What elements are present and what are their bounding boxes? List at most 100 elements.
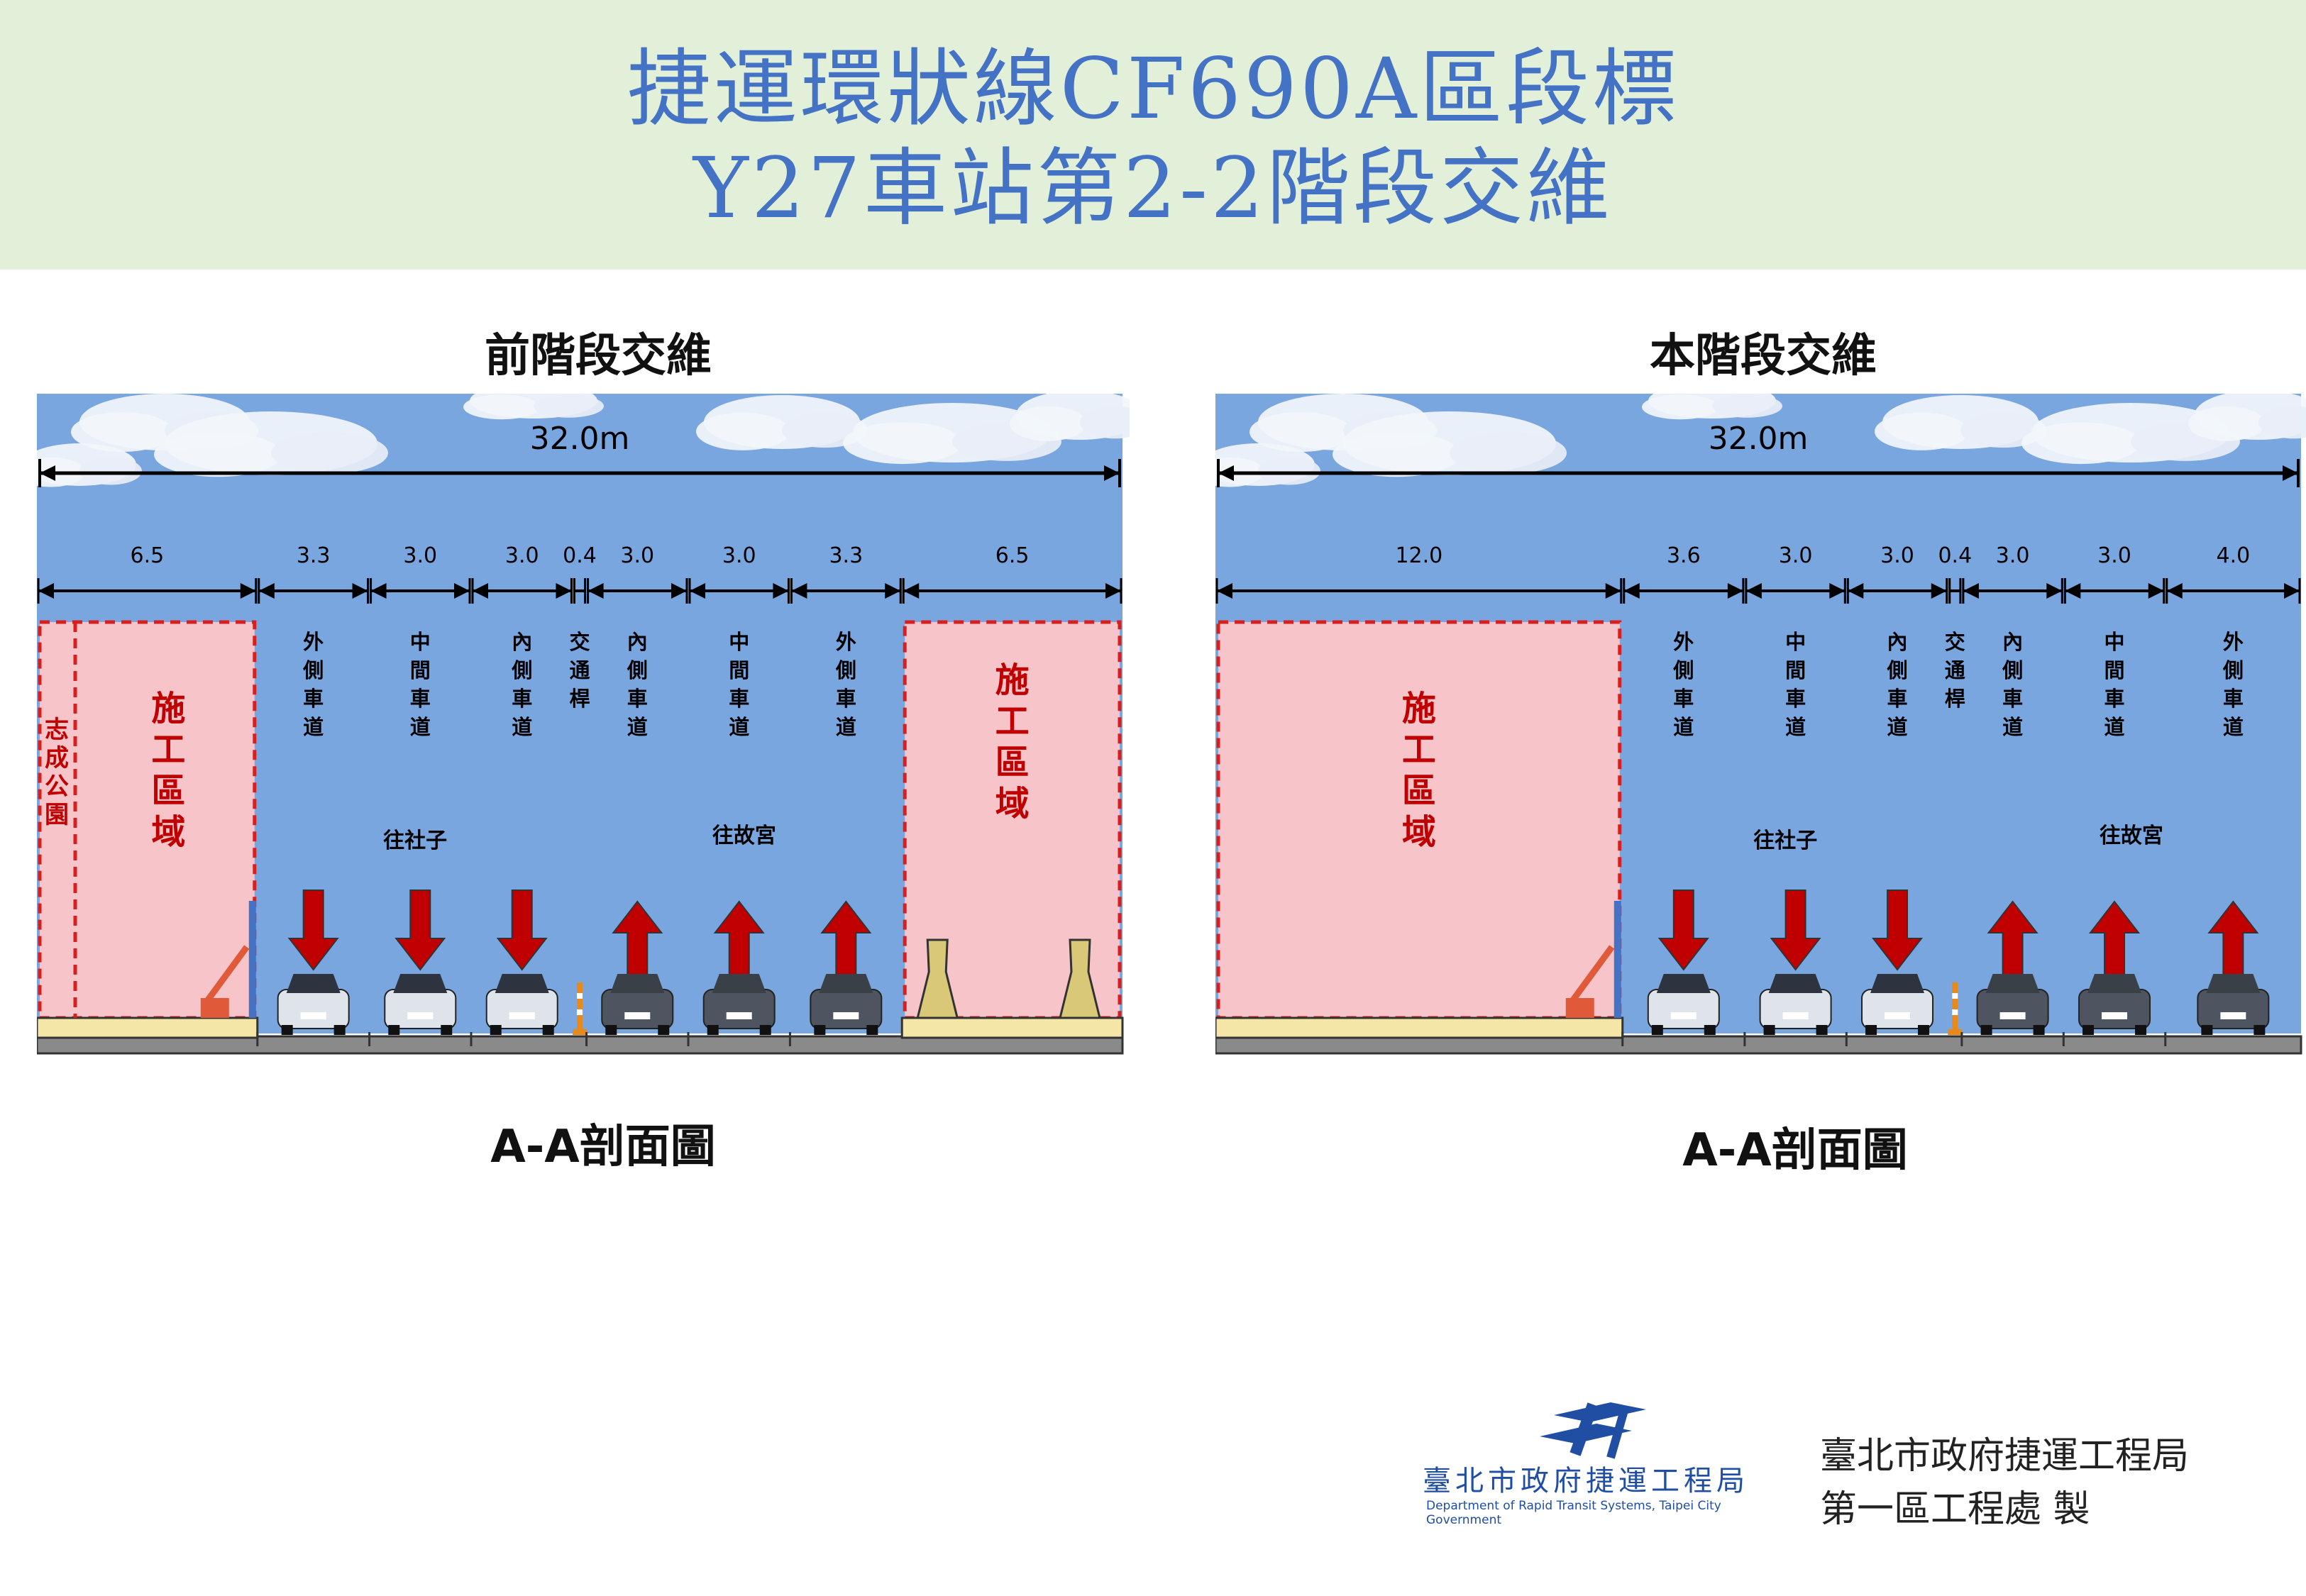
lane-label-char: 內	[627, 630, 648, 654]
lane-label-char: 側	[835, 658, 856, 682]
gray-car-icon	[702, 974, 776, 1035]
lane-label-char: 車	[1673, 687, 1694, 711]
lane-label-char: 道	[627, 715, 648, 739]
sidewalk	[900, 1016, 1124, 1039]
total-width-dimension	[38, 459, 1121, 487]
total-width-label: 32.0m	[1709, 421, 1809, 457]
lane-label-char: 外	[303, 630, 324, 654]
lane-label-char: 側	[627, 658, 648, 682]
lane-label-char: 車	[303, 687, 324, 711]
lane-label-char: 交	[1945, 630, 1965, 654]
lane-label-char: 間	[729, 658, 749, 682]
segment-dimension	[1962, 578, 2063, 604]
lane-label-char: 間	[410, 658, 431, 682]
arrow-down-icon	[287, 890, 339, 971]
segment-dimension-label: 3.0	[620, 543, 654, 568]
lane-label-char: 側	[2002, 658, 2023, 682]
fence-panel	[1613, 901, 1621, 1018]
lane-label-char: 道	[1887, 715, 1908, 739]
segment-dimension	[258, 578, 370, 604]
white-car-icon	[1759, 974, 1832, 1035]
lane-label-char: 車	[1785, 687, 1806, 711]
lane-label-char: 道	[2002, 715, 2023, 739]
park-label-char: 公	[45, 772, 69, 801]
arrow-up-icon	[1987, 900, 2039, 982]
segment-dimension-label: 12.0	[1395, 543, 1442, 568]
fence-foot	[1565, 998, 1594, 1018]
white-car-icon	[1861, 974, 1934, 1035]
segment-dimension-label: 4.0	[2217, 543, 2251, 568]
jersey-barrier	[916, 938, 959, 1019]
total-width-dimension	[1217, 459, 2300, 487]
arrow-up-icon	[2207, 900, 2259, 982]
lane-label-char: 道	[2104, 715, 2125, 739]
park-label-char: 志	[45, 716, 69, 744]
segment-dimension	[2063, 578, 2166, 604]
segment-dimension	[471, 578, 573, 604]
cloud	[2188, 394, 2306, 441]
segment-dimension	[1215, 578, 1623, 604]
segment-dimension	[790, 578, 902, 604]
lane-label-char: 側	[1887, 658, 1908, 682]
lane-label-char: 車	[2223, 687, 2244, 711]
lane-label-char: 外	[2223, 630, 2244, 654]
white-car-icon	[277, 974, 350, 1035]
gray-car-icon	[2078, 974, 2151, 1035]
arrow-up-icon	[820, 900, 872, 982]
gray-car-icon	[601, 974, 674, 1035]
title-line-1: 捷運環狀線CF690A區段標	[627, 40, 1679, 138]
white-car-icon	[485, 974, 558, 1035]
work-zone-label-char: 區	[1402, 771, 1436, 811]
direction-label-right: 往故宮	[712, 824, 776, 848]
work-zone-label-char: 域	[1402, 812, 1436, 852]
white-car-icon	[1647, 974, 1720, 1035]
segment-dimension-label: 6.5	[995, 543, 1030, 568]
cloud	[154, 411, 388, 477]
jersey-barrier	[1059, 938, 1101, 1019]
segment-dimension-label: 3.0	[1880, 543, 1914, 568]
sidewalk	[37, 1016, 259, 1039]
segment-dimension-label: 0.4	[563, 543, 597, 568]
segment-dimension-label: 3.6	[1667, 543, 1701, 568]
direction-label-left: 往社子	[383, 829, 447, 853]
segment-dimension-label: 3.0	[505, 543, 539, 568]
lane-label-char: 道	[2223, 715, 2244, 739]
fence-brace	[1570, 945, 1615, 1002]
footer-org: 臺北市政府捷運工程局	[1820, 1435, 2190, 1478]
direction-label-left: 往社子	[1753, 829, 1817, 853]
lane-label-char: 側	[1672, 658, 1694, 682]
lane-label-char: 車	[410, 687, 431, 711]
segment-dimension-label: 3.0	[722, 543, 756, 568]
lane-label-char: 桿	[1945, 687, 1965, 711]
traffic-pole-icon	[573, 982, 587, 1035]
road-base	[1215, 1035, 2302, 1055]
section-title-current: A-A剖面圖	[1682, 1124, 1908, 1177]
segment-dimension-label: 0.4	[1938, 543, 1972, 568]
lane-label-char: 外	[836, 630, 856, 654]
arrow-up-icon	[2088, 900, 2141, 982]
lane-label-char: 外	[1673, 630, 1694, 654]
segment-dimension	[902, 578, 1122, 604]
lane-label-char: 道	[836, 715, 856, 739]
lane-label-char: 間	[2104, 658, 2125, 682]
lane-label-char: 通	[569, 658, 590, 682]
segment-dimension	[587, 578, 688, 604]
direction-label-right: 往故宮	[2100, 824, 2163, 848]
segment-dimension-label: 3.3	[297, 543, 331, 568]
arrow-down-icon	[1657, 890, 1709, 971]
arrow-down-icon	[1871, 890, 1924, 971]
dorts-logo: 臺北市政府捷運工程局 Department of Rapid Transit S…	[1419, 1387, 1774, 1527]
total-width-label: 32.0m	[530, 421, 630, 457]
segment-dimension	[1745, 578, 1846, 604]
dorts-logo-icon	[1540, 1402, 1646, 1459]
lane-label-char: 側	[2222, 658, 2244, 682]
work-zone-label-char: 施	[151, 689, 185, 728]
white-car-icon	[384, 974, 457, 1035]
lane-label-char: 車	[836, 687, 856, 711]
cloud	[1333, 411, 1567, 477]
arrow-down-icon	[395, 890, 446, 971]
segment-dimension	[573, 578, 587, 604]
footer-office: 第一區工程處 製	[1820, 1488, 2090, 1531]
segment-dimension-label: 3.0	[403, 543, 437, 568]
